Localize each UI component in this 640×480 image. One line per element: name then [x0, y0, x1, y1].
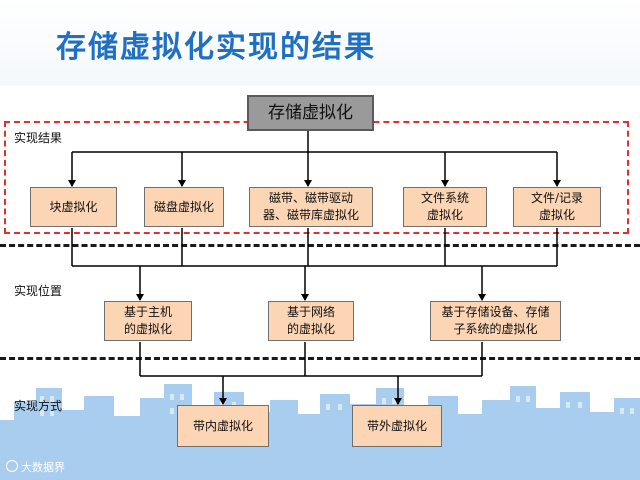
row-label-results: 实现结果	[14, 131, 63, 145]
page-title: 存储虚拟化实现的结果	[56, 30, 376, 65]
watermark: 大数据界	[6, 459, 65, 475]
divider-bottom	[0, 357, 640, 360]
result-tape-virtualization: 磁带、磁带驱动 器、磁带库虚拟化	[249, 187, 373, 227]
method-out-of-band: 带外虚拟化	[352, 405, 442, 447]
location-host-based: 基于主机 的虚拟化	[104, 301, 192, 341]
root-node: 存储虚拟化	[247, 95, 374, 131]
result-filesystem-virtualization: 文件系统 虚拟化	[403, 187, 487, 227]
result-block-virtualization: 块虚拟化	[30, 187, 117, 227]
location-network-based: 基于网络 的虚拟化	[268, 301, 354, 341]
location-storage-based: 基于存储设备、存储 子系统的虚拟化	[430, 301, 561, 341]
method-in-band: 带内虚拟化	[177, 405, 269, 447]
watermark-icon	[6, 460, 18, 472]
row-label-location: 实现位置	[14, 284, 63, 298]
title-bar	[0, 0, 640, 86]
result-disk-virtualization: 磁盘虚拟化	[144, 187, 224, 227]
result-file-record-virtualization: 文件/记录 虚拟化	[513, 187, 601, 227]
row-label-method: 实现方式	[14, 399, 63, 413]
watermark-text: 大数据界	[21, 461, 65, 474]
divider-top	[0, 244, 640, 247]
